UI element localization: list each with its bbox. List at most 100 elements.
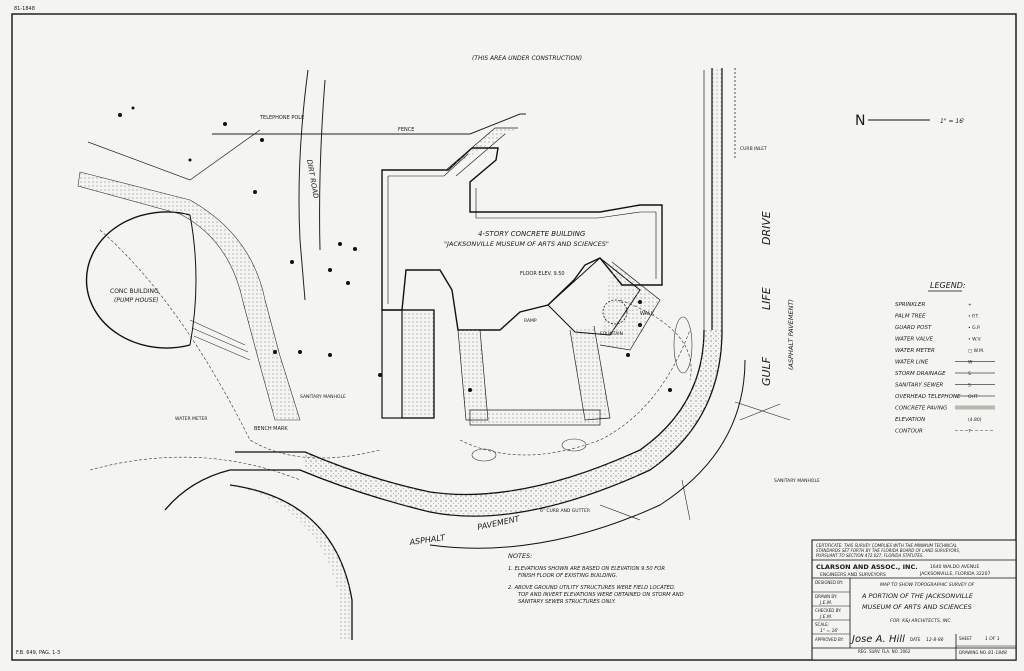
fence-label: FENCE — [398, 127, 414, 133]
fence-line — [212, 113, 526, 135]
drawing-no-value: 81-1848 — [988, 650, 1007, 656]
legend-item-label: OVERHEAD TELEPHONE — [895, 394, 961, 400]
street-name-2: LIFE — [760, 287, 773, 310]
tree-symbols — [118, 106, 672, 392]
note-1b: FINISH FLOOR OF EXISTING BUILDING. — [518, 573, 617, 579]
note-2b: TOP AND INVERT ELEVATIONS WERE OBTAINED … — [518, 592, 684, 598]
asphalt-drive: ASPHALT PAVEMENT 6" CURB AND GUTTER — [164, 329, 746, 549]
title-block: CERTIFICATE: THIS SURVEY COMPLIES WITH T… — [811, 539, 1017, 661]
legend-item-symbol: (4.80) — [968, 417, 982, 423]
fountain-label: FOUNTAIN — [600, 331, 623, 337]
drawing-title-2: A PORTION OF THE JACKSONVILLE — [861, 592, 974, 600]
note-2a: 2. ABOVE GROUND UTILITY STRUCTURES WERE … — [508, 585, 675, 591]
corner-id: 81-1848 — [14, 6, 35, 12]
legend-item-symbol: S — [968, 383, 971, 389]
legend-item-label: CONTOUR — [895, 429, 923, 435]
left-walkway — [77, 171, 301, 421]
approved-by-label: APPROVED BY: — [815, 637, 844, 642]
legend-item-label: GUARD POST — [895, 325, 932, 331]
legend-item-symbol: S — [968, 371, 971, 377]
drawing-client: FOR: K&J ARCHITECTS, INC. — [890, 618, 952, 624]
street-name-3: DRIVE — [760, 211, 773, 245]
firm-subtitle: ENGINEERS AND SURVEYORS — [820, 572, 886, 578]
curb-gutter-label: 6" CURB AND GUTTER — [540, 508, 590, 514]
drawn-by-label: DRAWN BY: — [815, 594, 837, 599]
drawing-title-1: MAP TO SHOW TOPOGRAPHIC SURVEY OF — [880, 582, 975, 588]
field-book-note: F.B. 649, PAG. 1-3 — [16, 650, 60, 656]
contours — [89, 229, 692, 481]
notes-title: NOTES: — [508, 552, 532, 560]
scale-value: 1" = 16' — [820, 628, 839, 634]
floor-elevation: FLOOR ELEV. 9.50 — [520, 271, 565, 277]
note-1a: 1. ELEVATIONS SHOWN ARE BASED ON ELEVATI… — [508, 566, 665, 572]
checked-by-label: CHECKED BY: — [815, 608, 841, 613]
certificate-3: PURSUANT TO SECTION 472.027, FLORIDA STA… — [816, 553, 924, 558]
pump-house: CONC BUILDING (PUMP HOUSE) — [85, 211, 197, 349]
ramp-label: RAMP — [524, 318, 537, 324]
bench-mark-label: BENCH MARK — [254, 426, 288, 432]
telephone-pole-label: TELEPHONE POLE — [259, 115, 304, 121]
legend-item-symbol: • P.T. — [968, 314, 979, 320]
top-note: (THIS AREA UNDER CONSTRUCTION) — [472, 55, 582, 62]
sheet-border — [11, 13, 1017, 661]
checked-by-value: J.E.M. — [819, 614, 832, 620]
drawing-title-3: MUSEUM OF ARTS AND SCIENCES — [862, 603, 972, 611]
legend-item-label: ELEVATION — [895, 417, 925, 423]
sanitary-manhole-label-2: SANITARY MANHOLE — [774, 478, 820, 484]
pump-house-label-1: CONC BUILDING — [110, 288, 159, 295]
legend-item-label: WATER METER — [895, 348, 935, 354]
legend-item-label: CONCRETE PAVING — [895, 406, 947, 412]
firm-name: CLARSON AND ASSOC., INC. — [816, 563, 918, 571]
legend-item-label: SANITARY SEWER — [895, 383, 943, 389]
legend-item-label: SPRINKLER — [895, 302, 926, 308]
legend-item-label: WATER LINE — [895, 360, 929, 366]
walk-label: WALK — [640, 311, 655, 317]
legend-item-label: WATER VALVE — [895, 337, 934, 343]
legend-item-symbol: 7 — [968, 429, 971, 435]
scale-note: 1" = 16' — [940, 118, 965, 125]
notes: NOTES: 1. ELEVATIONS SHOWN ARE BASED ON … — [508, 552, 684, 605]
firm-address-2: JACKSONVILLE, FLORIDA 32207 — [919, 571, 991, 577]
museum-building: 4-STORY CONCRETE BUILDING "JACKSONVILLE … — [381, 147, 663, 426]
surveyor-signature: Jose A. Hill — [850, 634, 905, 645]
drawing-no-label: DRAWING NO. — [959, 650, 987, 655]
legend-item-symbol: + — [968, 302, 972, 308]
street-name-1: GULF — [760, 356, 773, 386]
dirt-road: DIRT ROAD — [298, 69, 326, 301]
north-letter: N — [855, 113, 865, 129]
water-meter-label: WATER METER — [175, 416, 208, 422]
legend-title: LEGEND: — [930, 281, 966, 290]
legend: LEGEND: SPRINKLER + PALM TREE • P.T. GUARD P… — [895, 281, 995, 435]
legend-item-symbol: • G.P. — [968, 325, 980, 331]
legend-item-label: STORM DRAINAGE — [895, 371, 946, 377]
pump-house-label-2: (PUMP HOUSE) — [114, 297, 159, 304]
legend-item-label: PALM TREE — [895, 314, 926, 320]
certificate-1: CERTIFICATE: THIS SURVEY COMPLIES WITH T… — [816, 543, 957, 548]
scale-label: SCALE: — [815, 622, 829, 627]
note-2c: SANITARY SEWER STRUCTURES ONLY. — [518, 599, 616, 605]
sheet-label: SHEET — [959, 636, 973, 641]
registration: REG. SURV. FLA. NO. 2062 — [858, 649, 911, 654]
sanitary-manhole-label: SANITARY MANHOLE — [300, 394, 346, 400]
legend-item-symbol: • W.V. — [968, 337, 981, 343]
sheet-value: 1 OF 1 — [985, 636, 1000, 642]
asphalt-label: ASPHALT — [408, 533, 447, 547]
gulf-life-drive: GULF LIFE DRIVE (ASPHALT PAVEMENT) — [703, 68, 795, 386]
building-title-2: "JACKSONVILLE MUSEUM OF ARTS AND SCIENCE… — [444, 240, 609, 248]
certificate-2: STANDARDS SET FORTH BY THE FLORIDA BOARD… — [816, 548, 960, 553]
pavement-label: PAVEMENT — [477, 514, 522, 532]
dirt-road-label: DIRT ROAD — [305, 159, 320, 200]
curb-inlet-label: CURB INLET — [740, 146, 767, 152]
date-label: DATE — [910, 637, 921, 642]
legend-item-symbol: □ W.M. — [968, 348, 984, 354]
designed-by-label: DESIGNED BY: — [815, 580, 843, 585]
building-title-1: 4-STORY CONCRETE BUILDING — [478, 230, 586, 238]
street-subtitle: (ASPHALT PAVEMENT) — [787, 299, 795, 370]
drawn-by-value: J.E.M. — [819, 600, 832, 606]
legend-item-symbol: OHT — [968, 394, 978, 400]
north-arrow: N 1" = 16' — [855, 113, 965, 129]
legend-item-symbol: W — [968, 360, 973, 366]
firm-address-1: 1640 WALDO AVENUE — [930, 564, 979, 570]
date-value: 12-8-86 — [926, 637, 944, 643]
